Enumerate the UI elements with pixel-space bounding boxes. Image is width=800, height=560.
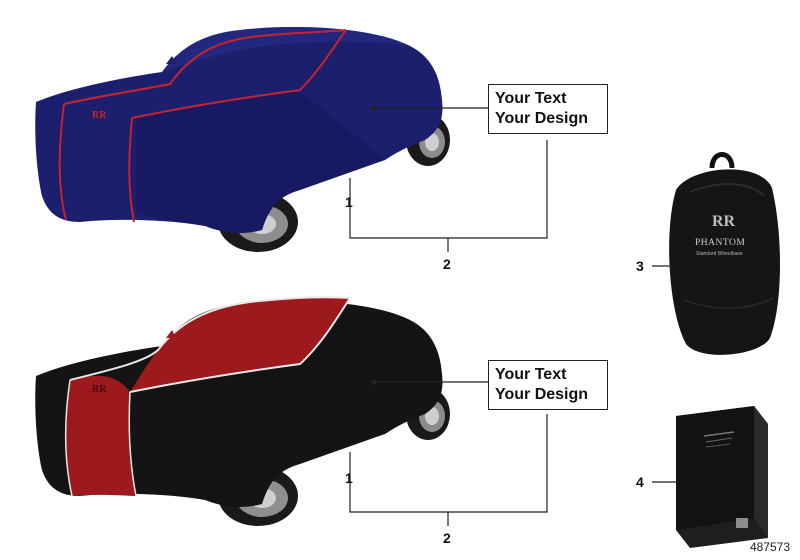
personalization-textbox-top: Your Text Your Design (488, 84, 608, 134)
rr-logo-blue-cover: RR (92, 110, 107, 121)
callout-3: 3 (636, 258, 644, 274)
bag-variant: Standard Wheelbase (696, 251, 743, 257)
bag-model-name: PHANTOM (695, 238, 745, 248)
callout-2-top: 2 (443, 256, 451, 272)
storage-box (676, 406, 768, 548)
personalization-line-1: Your Text (495, 90, 567, 107)
personalization-line-2: Your Design (495, 386, 589, 403)
personalization-line-2: Your Design (495, 110, 589, 127)
leader-lines (349, 105, 676, 526)
bag-monogram: RR (712, 213, 736, 230)
personalization-textbox-bottom: Your Text Your Design (488, 360, 608, 410)
rear-wheel-bottom (406, 388, 450, 440)
callout-4: 4 (636, 474, 644, 490)
car-cover-black-red (35, 296, 450, 526)
callout-1-bottom: 1 (345, 470, 353, 486)
callout-1-top: 1 (345, 194, 353, 210)
image-id: 487573 (749, 540, 790, 554)
rr-logo-black-cover: RR (92, 384, 107, 395)
car-cover-blue (35, 27, 450, 252)
storage-bag (669, 152, 780, 355)
personalization-line-1: Your Text (495, 366, 567, 383)
callout-2-bottom: 2 (443, 530, 451, 546)
